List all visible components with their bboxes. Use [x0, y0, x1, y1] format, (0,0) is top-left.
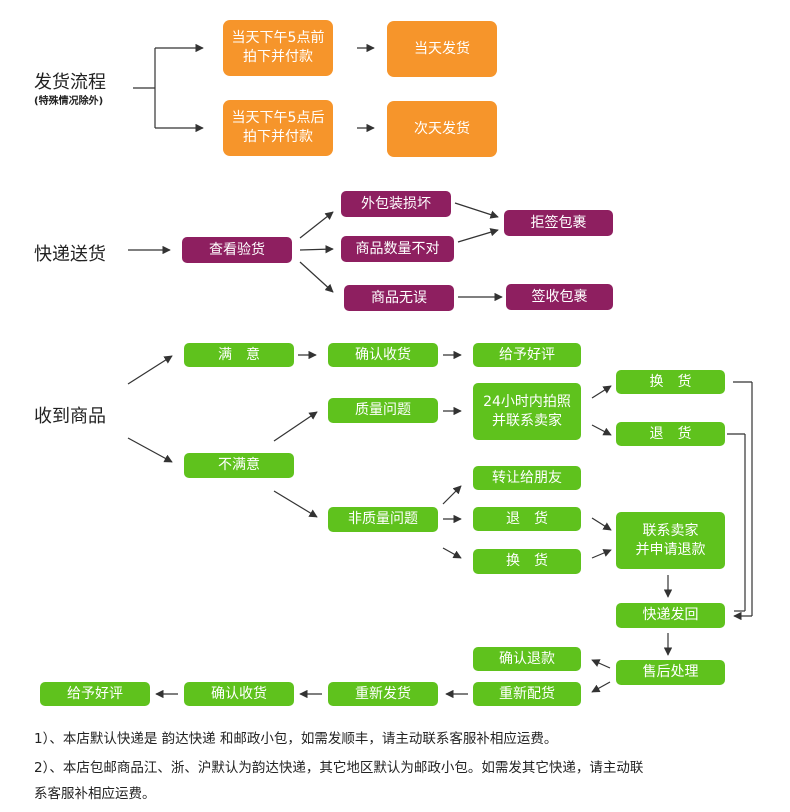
node-reject-package: 拒签包裹 [504, 210, 613, 236]
node-contact-line1: 联系卖家 [642, 522, 699, 539]
node-exchange: 换 货 [616, 370, 725, 394]
node-quality-issue: 质量问题 [328, 398, 438, 423]
section-subtitle-shipping: (特殊情况除外) [34, 96, 104, 107]
node-after-sales: 售后处理 [616, 660, 725, 685]
node-contact-apply-refund: 联系卖家 并申请退款 [616, 512, 725, 569]
node-damaged-package: 外包装损坏 [341, 191, 451, 217]
node-sign-package: 签收包裹 [506, 284, 613, 310]
footnote-2-line1: 2）、本店包邮商品江、浙、沪默认为韵达快递，其它地区默认为邮政小包。如需发其它快… [34, 760, 644, 776]
footnote-2-line2: 系客服补相应运费。 [34, 786, 156, 802]
node-return-2: 退 货 [473, 507, 581, 531]
node-reship-goods: 重新配货 [473, 682, 581, 706]
node-gift-friend: 转让给朋友 [473, 466, 581, 490]
node-before-5pm-line1: 当天下午5点前 [231, 30, 325, 46]
node-contact-line2: 并申请退款 [635, 541, 706, 558]
footnote-1: 1）、本店默认快递是 韵达快递 和邮政小包，如需发顺丰，请主动联系客服补相应运费… [34, 731, 558, 747]
node-unsatisfied: 不满意 [184, 453, 294, 478]
node-before-5pm-line2: 拍下并付款 [243, 49, 313, 65]
node-give-rating: 给予好评 [473, 343, 581, 367]
node-ship-today: 当天发货 [387, 21, 497, 77]
node-before-5pm: 当天下午5点前 拍下并付款 [223, 20, 333, 76]
node-reship: 重新发货 [328, 682, 438, 706]
node-exchange-2: 换 货 [473, 549, 581, 574]
section-title-shipping: 发货流程 [34, 72, 106, 93]
section-title-receiving: 收到商品 [34, 406, 106, 427]
node-quantity-wrong: 商品数量不对 [341, 236, 454, 262]
node-express-back: 快递发回 [616, 603, 725, 628]
section-title-delivery: 快递送货 [34, 244, 106, 265]
node-after-5pm-line2: 拍下并付款 [243, 129, 313, 145]
node-give-rating-2: 给予好评 [40, 682, 150, 706]
node-satisfied: 满 意 [184, 343, 294, 367]
node-after-5pm: 当天下午5点后 拍下并付款 [223, 100, 333, 156]
node-ship-next-day: 次天发货 [387, 101, 497, 157]
node-return: 退 货 [616, 422, 725, 446]
node-goods-ok: 商品无误 [344, 285, 454, 311]
node-photo-line2: 并联系卖家 [492, 412, 562, 429]
node-confirm-receipt: 确认收货 [328, 343, 438, 367]
node-after-5pm-line1: 当天下午5点后 [231, 110, 325, 126]
node-photo-contact-seller: 24小时内拍照 并联系卖家 [473, 383, 581, 440]
node-non-quality-issue: 非质量问题 [328, 507, 438, 532]
node-inspect: 查看验货 [182, 237, 292, 263]
node-confirm-receipt-2: 确认收货 [184, 682, 294, 706]
node-confirm-refund: 确认退款 [473, 647, 581, 671]
node-photo-line1: 24小时内拍照 [483, 393, 571, 410]
